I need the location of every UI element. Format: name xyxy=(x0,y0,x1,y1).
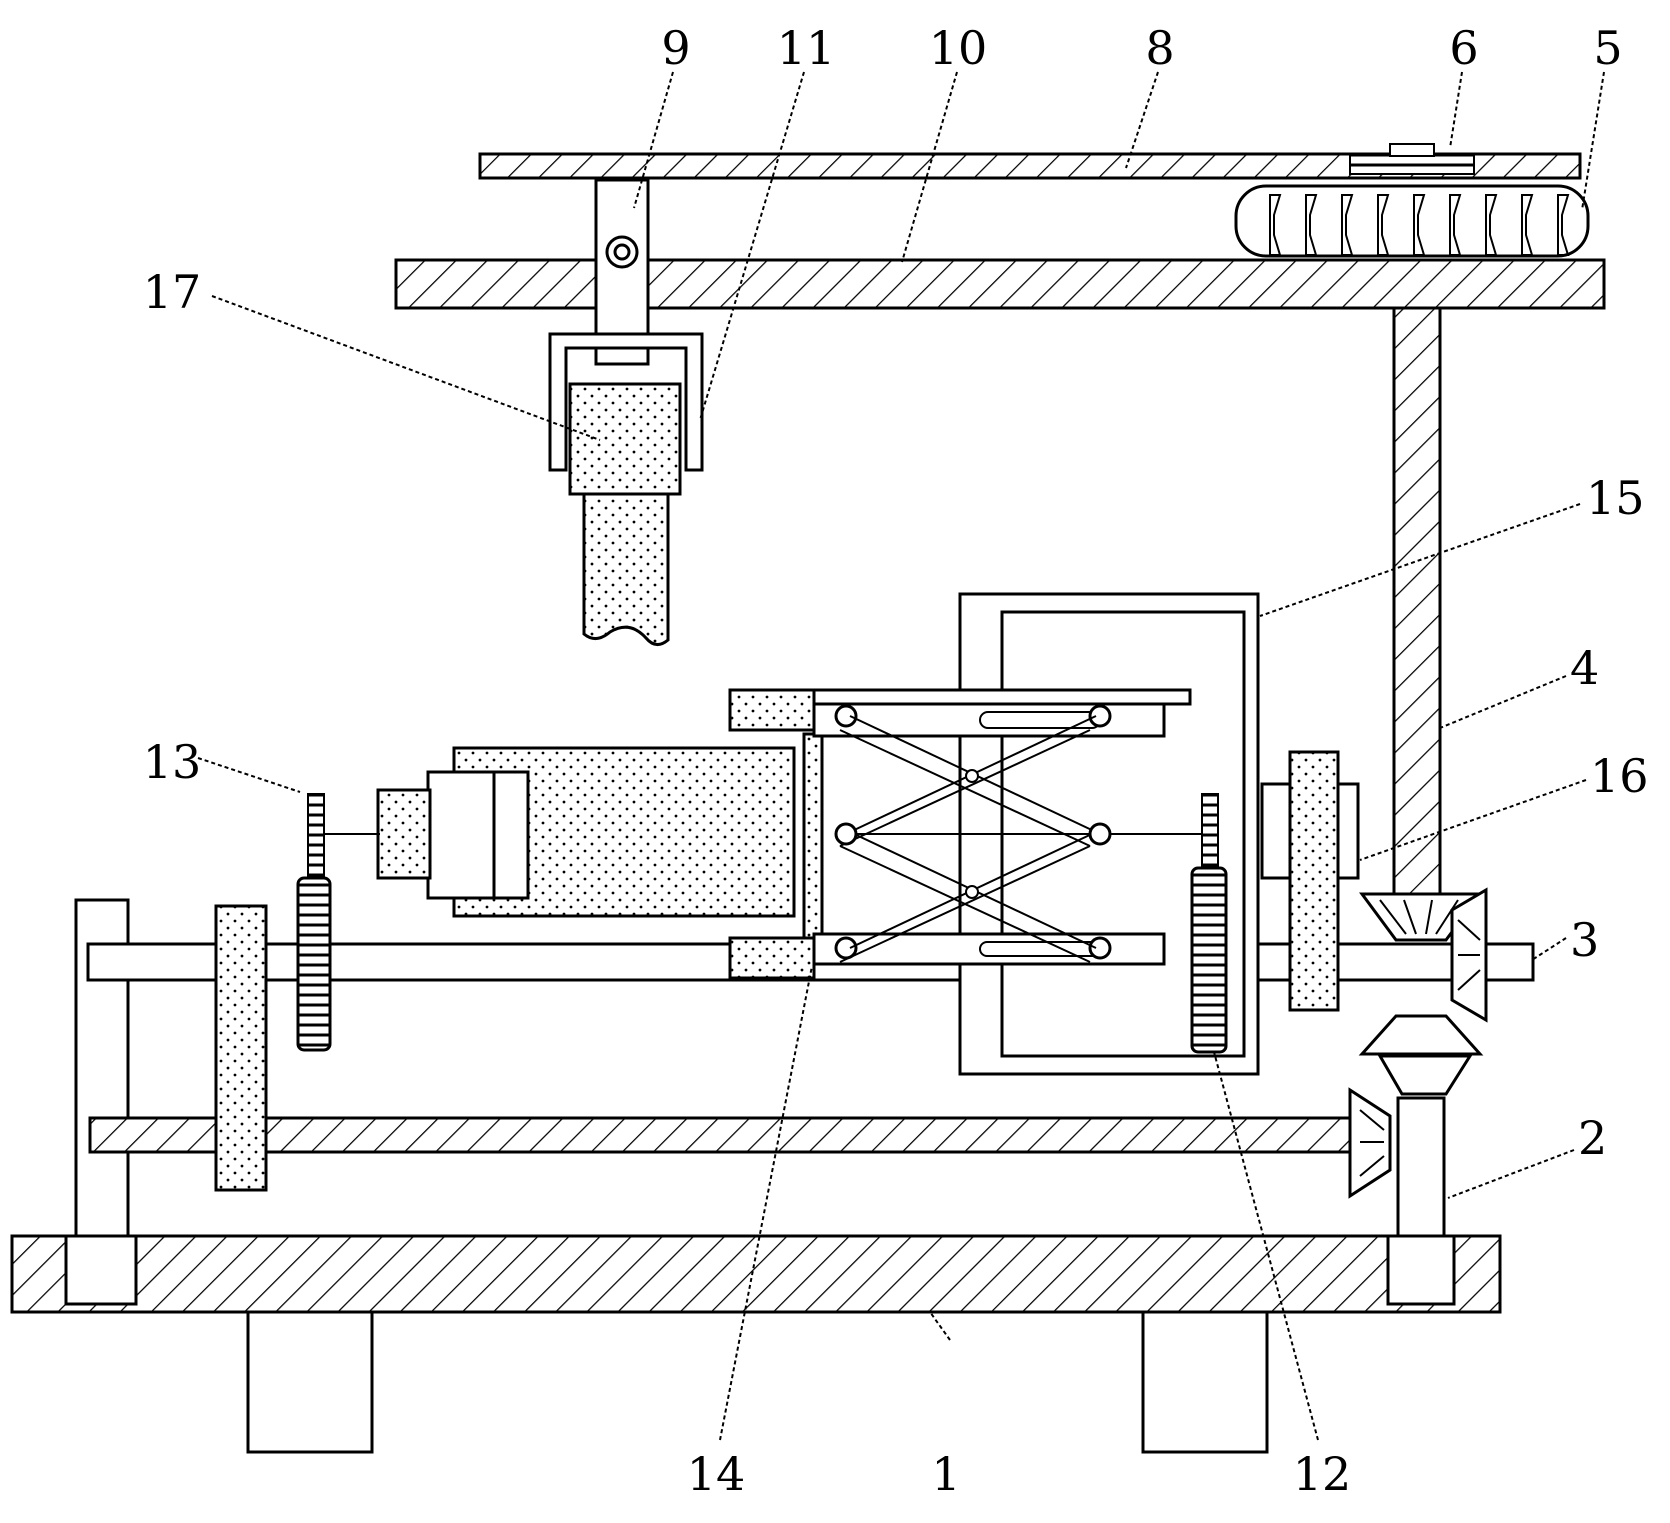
vertical-post xyxy=(1392,306,1442,904)
callout-9: 9 xyxy=(661,21,690,75)
base-frame xyxy=(10,1234,1502,1454)
callout-14: 14 xyxy=(687,1447,746,1501)
mount-plate xyxy=(802,732,824,944)
cutting-tool xyxy=(568,382,682,646)
callout-3: 3 xyxy=(1570,913,1599,967)
right-threaded-rod xyxy=(1190,793,1228,1054)
right-pulley xyxy=(1260,750,1360,1012)
callout-6: 6 xyxy=(1449,21,1478,75)
left-threaded-rod xyxy=(296,793,380,1052)
gear-belt xyxy=(1234,184,1590,258)
top-slide-rail xyxy=(728,688,1192,738)
callout-1: 1 xyxy=(931,1447,960,1501)
bevel-gear-set xyxy=(1348,887,1488,1199)
callout-12: 12 xyxy=(1293,1447,1352,1501)
motor xyxy=(376,746,796,918)
callout-5: 5 xyxy=(1593,21,1622,75)
callout-10: 10 xyxy=(929,21,988,75)
callout-13: 13 xyxy=(143,735,202,789)
tool-bracket xyxy=(548,332,704,472)
bottom-slide-rail xyxy=(728,932,1166,980)
callout-labels: 1 2 3 4 5 6 8 9 10 11 12 13 14 15 16 17 xyxy=(143,21,1649,1501)
callout-8: 8 xyxy=(1145,21,1174,75)
right-support-column xyxy=(1386,1096,1456,1306)
callout-2: 2 xyxy=(1578,1111,1607,1165)
callout-15: 15 xyxy=(1586,471,1645,525)
leader-lines xyxy=(197,71,1605,1441)
lower-shaft xyxy=(88,1116,1352,1154)
scissor-lift xyxy=(834,715,1210,963)
callout-16: 16 xyxy=(1590,749,1649,803)
callout-17: 17 xyxy=(143,265,202,319)
callout-4: 4 xyxy=(1570,641,1599,695)
top-beam xyxy=(394,258,1606,310)
callout-11: 11 xyxy=(777,21,836,75)
rack xyxy=(1349,143,1475,175)
left-pulley xyxy=(214,904,268,1192)
